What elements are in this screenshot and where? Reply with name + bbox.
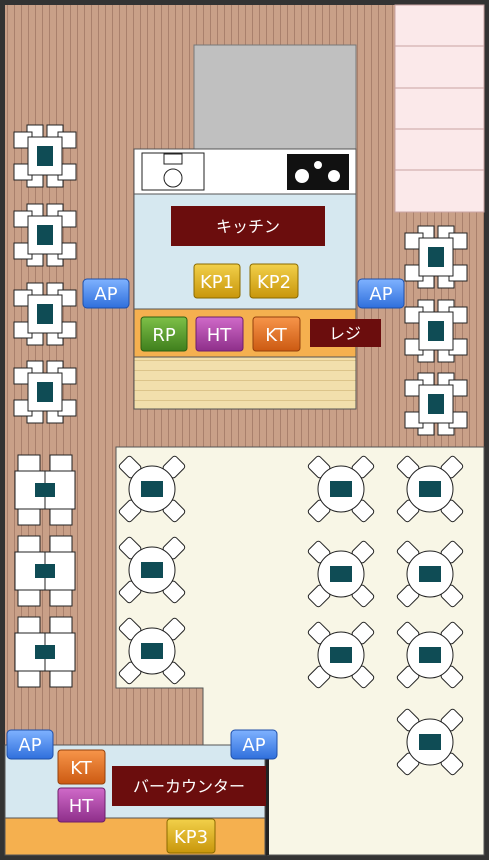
svg-text:RP: RP — [152, 325, 176, 346]
ap-badge-bar-right: AP — [230, 729, 278, 760]
svg-text:AP: AP — [369, 284, 392, 305]
svg-text:KT: KT — [70, 758, 92, 779]
bar-wall — [265, 745, 269, 855]
svg-text:AP: AP — [94, 284, 117, 305]
kitchen-sign — [171, 206, 325, 246]
ht-badge-bar: HT — [57, 787, 106, 823]
register-label: レジ — [329, 324, 361, 343]
counter-floor — [133, 356, 357, 410]
bar-counter-sign — [112, 766, 266, 806]
rp-badge: RP — [140, 316, 188, 352]
storage-area — [193, 44, 357, 150]
kp2-badge: KP2 — [249, 263, 299, 299]
pink-area — [394, 4, 485, 213]
ap-badge-left: AP — [82, 278, 130, 309]
svg-text:HT: HT — [69, 796, 95, 817]
ap-badge-bar-left: AP — [6, 729, 54, 760]
bar-counter-label: バーカウンター — [133, 777, 245, 796]
ap-badge-right: AP — [357, 278, 405, 309]
kp3-badge: KP3 — [166, 818, 216, 854]
kt-badge-kitchen: KT — [252, 316, 301, 352]
svg-text:KP1: KP1 — [200, 272, 234, 293]
svg-text:KT: KT — [265, 325, 287, 346]
bar-counter — [4, 817, 266, 856]
kt-badge-bar: KT — [57, 749, 106, 785]
svg-text:HT: HT — [207, 325, 233, 346]
register-sign — [310, 319, 381, 347]
svg-text:KP2: KP2 — [257, 272, 291, 293]
svg-text:KP3: KP3 — [174, 827, 208, 848]
ht-badge-kitchen: HT — [195, 316, 244, 352]
svg-text:AP: AP — [242, 735, 265, 756]
kitchen-label: キッチン — [216, 217, 280, 236]
kp1-badge: KP1 — [193, 263, 241, 299]
svg-text:AP: AP — [18, 735, 41, 756]
